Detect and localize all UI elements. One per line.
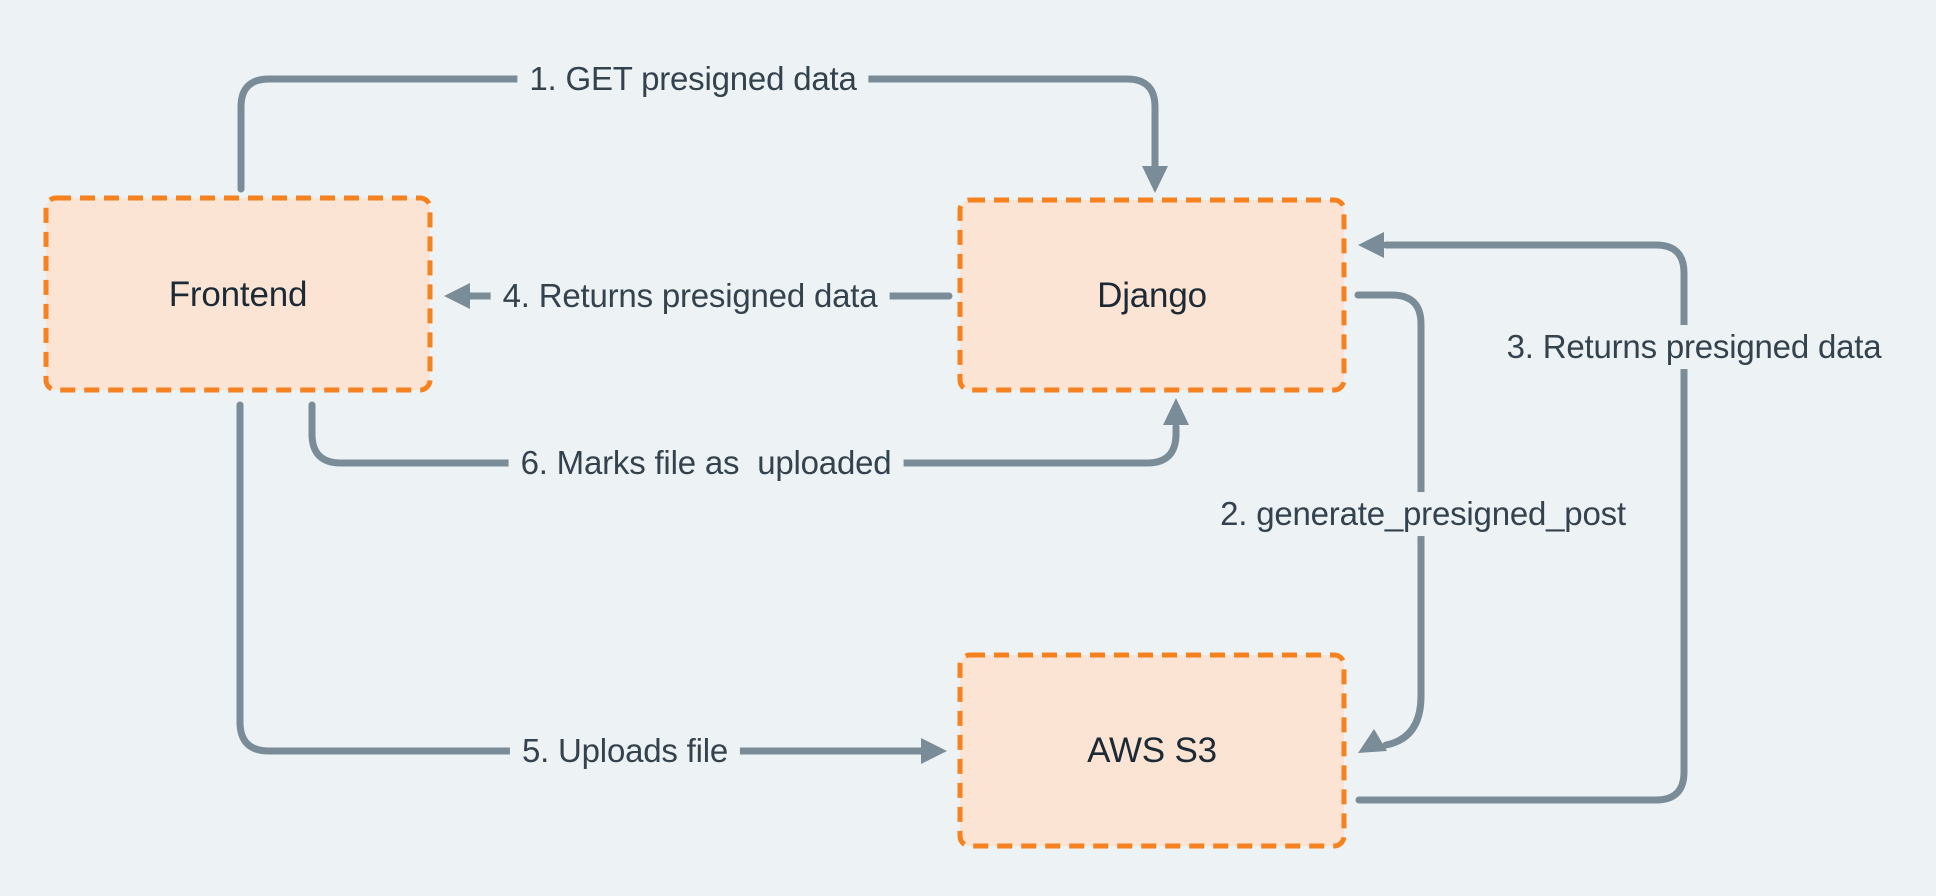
edge-2-arrowhead-left-icon xyxy=(1358,729,1387,753)
edge-3-label: 3. Returns presigned data xyxy=(1494,325,1894,369)
node-django-label: Django xyxy=(1097,276,1207,315)
node-aws-s3-box xyxy=(957,652,1347,849)
node-layer xyxy=(43,195,1347,849)
edge-5-label: 5. Uploads file xyxy=(509,729,741,773)
edge-5-arrowhead-right-icon xyxy=(921,738,947,764)
edge-2-label: 2. generate_presigned_post xyxy=(1208,492,1638,536)
node-frontend-label: Frontend xyxy=(168,275,308,314)
node-django-box xyxy=(957,197,1347,393)
edge-1-arrowhead-down-icon xyxy=(1142,166,1168,193)
edge-6-arrowhead-up-icon xyxy=(1163,398,1189,425)
node-aws-s3-label: AWS S3 xyxy=(1087,731,1217,770)
edge-4-arrowhead-left-icon xyxy=(444,283,470,309)
edge-6-label: 6. Marks file as uploaded xyxy=(508,441,904,485)
node-frontend-box xyxy=(43,195,433,393)
edge-3-line xyxy=(1355,241,1688,804)
edge-3-arrowhead-left-icon xyxy=(1358,232,1384,258)
edge-1-label: 1. GET presigned data xyxy=(517,57,869,101)
edge-5-line xyxy=(236,401,926,755)
edge-4-label: 4. Returns presigned data xyxy=(490,274,890,318)
